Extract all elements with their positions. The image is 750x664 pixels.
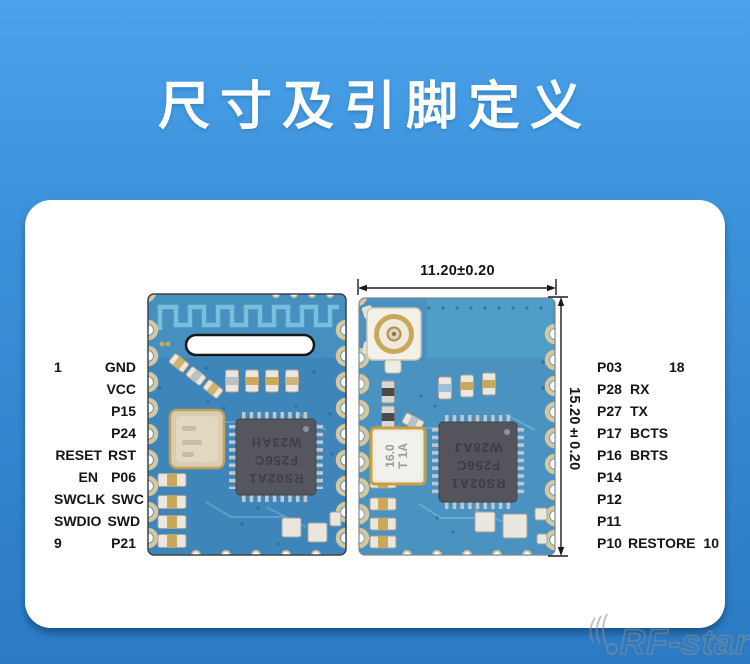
pin-name: P12 [597,491,622,507]
pin-row: P27 TX [597,403,719,419]
pin-name: P16 [597,447,622,463]
pin-name: P21 [111,535,136,551]
pin-row: EN P06 [54,469,136,485]
pin-number: 10 [703,535,719,551]
height-dimension-label: 15.20±0.20 [566,387,582,471]
pin-row: P28 RX [597,381,719,397]
chip-marking-line: F256C [254,453,298,468]
passive-components [157,353,342,548]
pin-row: P16 BRTS [597,447,719,463]
pin-row: 9 P21 [54,535,136,551]
pin-name: P11 [597,513,622,529]
pin-name: P24 [111,425,136,441]
via-dots [419,306,545,534]
pin-row: SWDIO SWD [54,513,141,529]
chip-marking-line: W28AJ [454,440,502,455]
qfn-chip: RS02A1 F256C W28AJ [432,415,524,509]
crystal-can [168,408,226,470]
passive-components [369,372,548,549]
pin-name: P10 [597,535,622,551]
module-photo-ipex-antenna: 16.0 T 1A RS02A1 F256C W28AJ [358,297,556,556]
crystal-marking-line: 16.0 [383,444,397,468]
pin-alt-label: RESET [55,447,102,463]
pin-name: SWD [107,513,141,529]
module-photo-pcb-antenna: RS02A1 F256C W23AH [147,293,347,556]
pin-name: RST [108,447,136,463]
pin-name: P14 [597,469,622,485]
pin-name: GND [104,359,136,375]
chip-marking-line: RS02A1 [450,476,505,491]
pin-row: P17 BCTS [597,425,719,441]
pin-row: SWCLK SWC [54,491,144,507]
pin-row: RESET RST [54,447,136,463]
chip-marking: RS02A1 F256C W23AH [248,435,303,486]
chip-marking-line: RS02A1 [248,471,303,486]
pin-number: 1 [54,359,62,375]
pin-name: P15 [111,403,136,419]
pin-row: P12 [597,491,719,507]
watermark-text: RF-star [620,623,750,662]
pin-alt-label: EN [78,469,98,485]
page-title: 尺寸及引脚定义 [157,78,592,136]
crystal-marking-line: T 1A [396,443,410,469]
pin-number: 18 [669,359,685,375]
pin-row: P15 [54,403,136,419]
pin-name: P06 [111,469,136,485]
pin-alt-label: BCTS [630,425,669,441]
pin-name: P17 [597,425,622,441]
chip-pin1-dot [504,429,510,435]
chip-marking-line: W23AH [251,435,302,450]
chip-marking-line: F256C [456,458,500,473]
pin-alt-label: SWDIO [54,513,102,529]
crystal: 16.0 T 1A [369,426,427,486]
watermark: RF-star [589,613,750,663]
crystal-marking: 16.0 T 1A [383,443,410,469]
pin-name: P28 [597,381,622,397]
pin-row: 1 GND [54,359,136,375]
pin-row: P10 RESTORE 10 [597,535,719,551]
qfn-chip: RS02A1 F256C W23AH [229,412,323,502]
chip-marking: RS02A1 F256C W28AJ [450,440,505,491]
pin-row: P03 18 [597,359,719,375]
pin-row: P14 [597,469,719,485]
pin-name: P27 [597,403,622,419]
pin-row: P11 [597,513,719,529]
width-dimension-label: 11.20±0.20 [420,263,495,279]
right-pin-labels: P03 18 P28 RX P27 TX P17 BCTS P16 BRTS P14 P1… [597,359,719,551]
pin-alt-label: RESTORE [627,535,696,551]
pin-row: P24 [54,425,136,441]
pin-number: 9 [54,535,62,551]
pin-row: VCC [54,381,136,397]
pin-alt-label: SWCLK [54,491,106,507]
pin-name: SWC [111,491,144,507]
pcb-antenna-trace [157,304,339,330]
via-dots [158,366,334,546]
pin-name: P03 [597,359,622,375]
pin-name: VCC [106,381,136,397]
pin-alt-label: TX [630,403,648,419]
antenna-slot [184,333,316,357]
watermark-wave-icon [589,613,618,655]
chip-pin1-dot [303,426,309,432]
ipex-antenna-connector [361,305,422,374]
pin-alt-label: BRTS [630,447,669,463]
pin-alt-label: RX [630,381,650,397]
